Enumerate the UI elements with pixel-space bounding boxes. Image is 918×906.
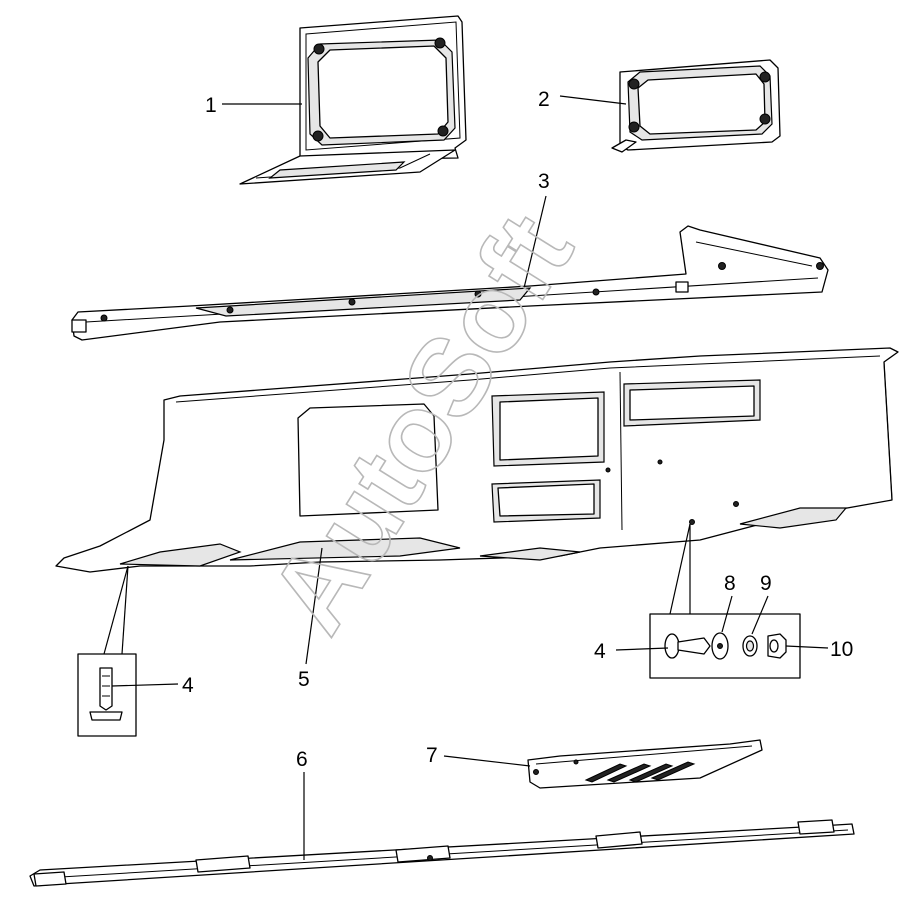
callouts: 1 2 3 4 5 6 7 4 8 9 10 (182, 88, 853, 771)
part-5-trim-panel (55, 347, 899, 573)
callout-1: 1 (205, 94, 217, 117)
callout-3: 3 (538, 170, 550, 193)
callout-6: 6 (296, 748, 308, 771)
leader-lines (103, 95, 829, 860)
callout-7: 7 (426, 744, 438, 767)
part-1-bezel (239, 15, 467, 185)
part-7-vent-plate (527, 739, 763, 789)
callout-2: 2 (538, 88, 550, 111)
callout-10: 10 (830, 638, 853, 661)
part-2-bezel (611, 59, 781, 153)
fastener-inset-right (649, 613, 801, 679)
part-3-rail (71, 225, 829, 341)
part-6-sill-strip (29, 819, 855, 887)
callout-4-left: 4 (182, 674, 194, 697)
callout-8: 8 (724, 572, 736, 595)
callout-4-right: 4 (594, 640, 606, 663)
callout-5: 5 (298, 668, 310, 691)
callout-9: 9 (760, 572, 772, 595)
fastener-inset-left (77, 653, 137, 737)
